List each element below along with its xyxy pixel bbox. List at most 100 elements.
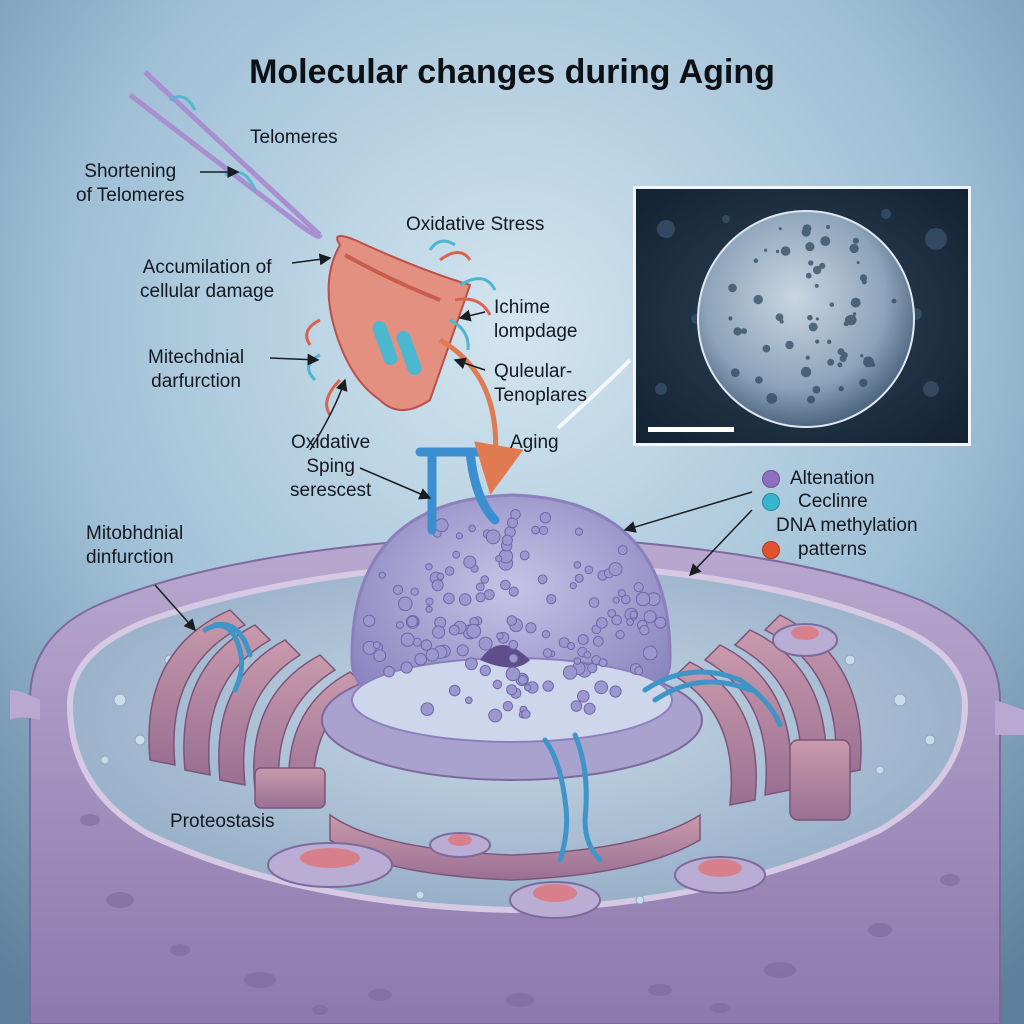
surface-pit <box>850 297 861 308</box>
chromatin-dot <box>398 596 413 612</box>
surface-pit <box>820 236 831 247</box>
surface-pit <box>764 248 768 252</box>
mitochondria-fold <box>673 661 757 806</box>
surface-pit <box>871 362 876 367</box>
surface-pit <box>852 237 859 244</box>
surface-pit <box>837 362 843 368</box>
chromatin-dot <box>542 648 553 658</box>
surface-pit <box>826 225 830 229</box>
surface-pit <box>859 274 868 282</box>
chromatin-dot <box>506 615 518 626</box>
chromatin-dot <box>431 579 444 592</box>
chromatin-dot <box>466 623 482 639</box>
arrow-mito-top <box>269 353 320 366</box>
chromatin-dot <box>395 621 404 629</box>
scale-bar <box>648 427 734 432</box>
surface-pit <box>852 312 857 316</box>
surface-pit <box>841 352 848 359</box>
surface-pit <box>802 224 812 233</box>
surface-pit <box>805 242 815 252</box>
dna-strand <box>652 679 753 703</box>
surface-pit <box>753 294 763 305</box>
chromatin-dot <box>607 609 617 618</box>
chromatin-dot <box>583 702 596 715</box>
chromatin-dot <box>363 614 376 627</box>
legend-item-altenation: Altenation <box>762 467 875 491</box>
chromatin-dot <box>583 651 592 659</box>
arrow-mito-left <box>154 584 196 632</box>
chromatin-dot <box>635 591 651 607</box>
chromatin-dot <box>480 575 490 584</box>
surface-pit <box>812 385 821 394</box>
chromatin-dot <box>400 661 413 674</box>
label-proteostasis: Proteostasis <box>170 811 275 832</box>
label-aging: Aging <box>510 432 559 453</box>
chromatin-dots <box>362 509 667 723</box>
legend-item-dna-methylation: DNA methylation <box>776 515 918 536</box>
organelle-core <box>448 834 472 846</box>
chromatin-dot <box>524 684 532 692</box>
chromatin-dot <box>492 679 503 690</box>
surface-pit <box>807 314 813 321</box>
chromatin-dot <box>406 615 418 628</box>
chromatin-dot <box>436 572 445 581</box>
micrograph-inset <box>633 186 971 446</box>
surface-pit <box>779 319 784 324</box>
chromatin-dot <box>634 666 644 676</box>
telomere-cap <box>169 95 197 111</box>
chromatin-dot <box>615 630 625 640</box>
chromatin-dot <box>598 658 608 668</box>
arrow-accumulation <box>291 253 332 266</box>
chromatin-dot <box>642 645 658 661</box>
chromatin-dot <box>594 680 609 695</box>
surface-pit <box>730 368 740 378</box>
surface-pit <box>808 322 818 332</box>
chromatin-dot <box>425 605 433 613</box>
chromatin-dot <box>620 594 631 605</box>
chromatin-dot <box>488 708 503 723</box>
chromatin-dot <box>612 596 620 604</box>
membrane-pores <box>80 814 960 1015</box>
chromatin-dot <box>573 657 582 665</box>
chromatin-dot <box>609 685 622 698</box>
surface-pit <box>859 378 868 388</box>
surface-pit <box>728 283 737 293</box>
chromatin-dot <box>577 690 590 703</box>
chromatin-dot <box>531 525 540 535</box>
chromatin-dot <box>414 652 428 666</box>
nucleus <box>321 493 703 781</box>
legend-dot-purple <box>762 470 780 488</box>
chromatin-dot <box>574 573 584 583</box>
dna-strand <box>572 732 603 863</box>
organelle-core <box>791 626 819 640</box>
chromatin-dot <box>455 532 463 540</box>
dna-strands <box>202 621 783 863</box>
chromatin-dot <box>546 594 557 605</box>
chromatin-dot <box>569 582 577 590</box>
arrow-oxidative-sping <box>359 467 432 500</box>
chromatin-dot <box>452 550 461 559</box>
surface-pit <box>827 339 832 344</box>
surface-pit <box>849 243 859 254</box>
chromatin-dot <box>521 709 531 719</box>
label-quleular-tenoplares: Quleular-Tenoplares <box>494 361 587 406</box>
arrow-legend-membrane <box>688 509 753 577</box>
surface-pit <box>819 262 826 269</box>
surface-pit <box>808 260 814 266</box>
chromatin-dot <box>587 662 598 674</box>
chromatin-dot <box>478 636 493 651</box>
chromatin-dot <box>617 545 628 556</box>
surface-pit <box>778 227 782 231</box>
chromatin-dot <box>500 579 511 591</box>
chromatin-dot <box>383 665 395 678</box>
cristae <box>372 320 398 366</box>
organelle-core <box>698 859 742 877</box>
cyan-filaments <box>307 239 497 382</box>
chromatin-dot <box>537 574 548 585</box>
chromatin-dot <box>588 597 600 608</box>
damaged-mitochondrion <box>305 235 524 495</box>
chromatin-dot <box>633 582 644 593</box>
